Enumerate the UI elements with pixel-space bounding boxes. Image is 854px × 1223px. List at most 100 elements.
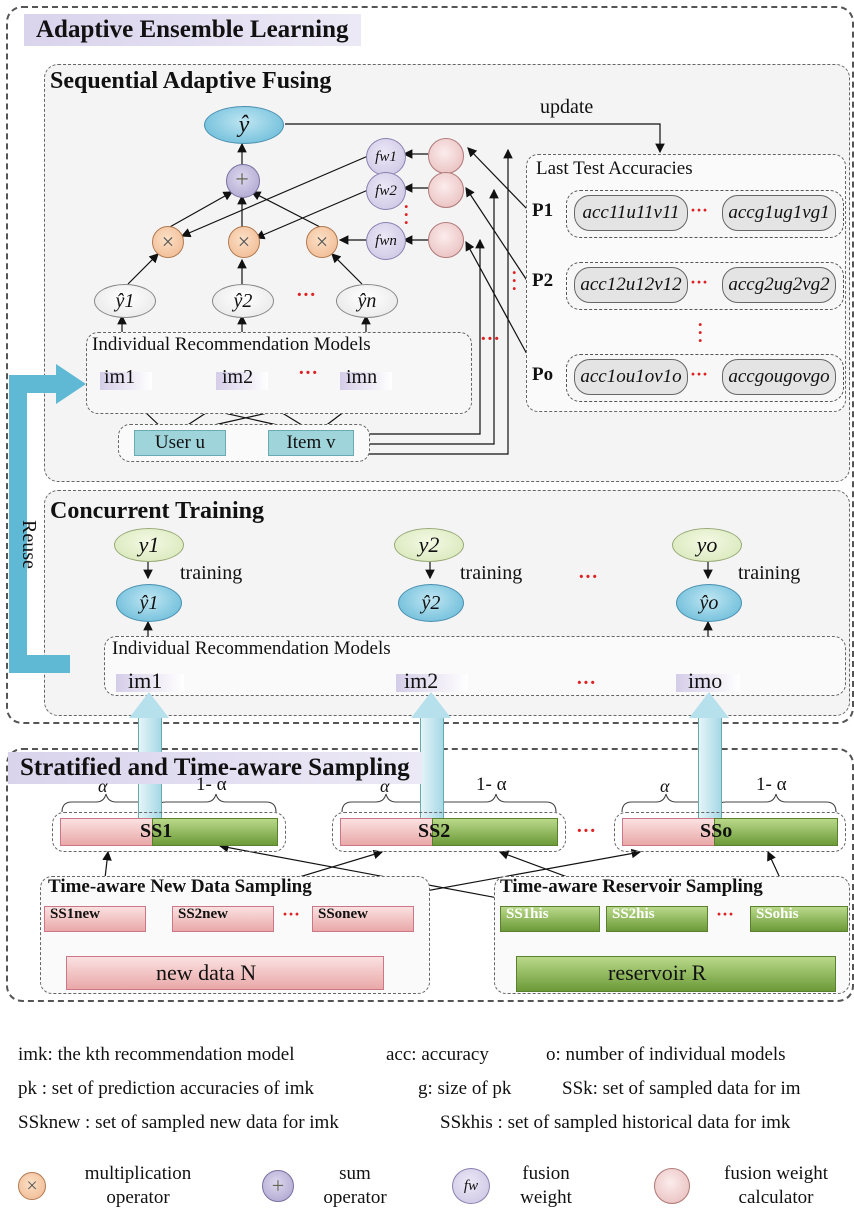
fusion-weight-legend-icon: fw bbox=[452, 1168, 490, 1204]
ss-2-box bbox=[332, 812, 566, 852]
fusing-title: Sequential Adaptive Fusing bbox=[50, 68, 332, 94]
last-test-label: Last Test Accuracies bbox=[536, 158, 693, 179]
train-prediction-o: ŷo bbox=[676, 584, 742, 622]
ellipsis: ··· bbox=[282, 904, 301, 924]
fusion-weight-2: fw2 bbox=[366, 172, 406, 210]
vertical-dots: ... bbox=[698, 310, 703, 346]
acc-cell: acc12u12v12 bbox=[574, 267, 688, 303]
true-label-o: yo bbox=[672, 528, 742, 562]
ss-new-2-label: SS2new bbox=[178, 906, 229, 922]
ss-his-1 bbox=[500, 906, 600, 932]
new-data-label: new data N bbox=[156, 960, 257, 985]
ss-new-1-label: SS1new bbox=[50, 906, 101, 922]
prediction-n: ŷn bbox=[336, 284, 398, 318]
legend-pk: pk : set of prediction accuracies of imk bbox=[18, 1078, 314, 1099]
ellipsis: ··· bbox=[480, 328, 501, 350]
new-sampling-title: Time-aware New Data Sampling bbox=[48, 876, 312, 897]
sampling-title: Stratified and Time-aware Sampling bbox=[8, 752, 422, 784]
ss-o-box bbox=[614, 812, 846, 852]
fusion-weight-calculator-legend-icon bbox=[654, 1168, 690, 1204]
fusion-weight-1: fw1 bbox=[366, 138, 406, 176]
irm-label-training: Individual Recommendation Models bbox=[112, 638, 391, 659]
ss-new-1 bbox=[44, 906, 146, 932]
im-2-label: im2 bbox=[222, 366, 254, 388]
sum-operator-icon bbox=[226, 164, 260, 198]
vertical-dots: ... bbox=[404, 192, 409, 228]
one-minus-alpha-o: 1- α bbox=[756, 774, 787, 795]
user-u: User u bbox=[134, 430, 226, 456]
prediction-2: ŷ2 bbox=[212, 284, 274, 318]
im-bar bbox=[676, 674, 740, 692]
ss-o-his-part bbox=[714, 818, 838, 846]
im-n-label: imn bbox=[346, 366, 378, 388]
acc-cell: accg2ug2vg2 bbox=[722, 267, 836, 303]
legend-sum: sum operator bbox=[323, 1163, 387, 1208]
ss-o-new-part bbox=[622, 818, 716, 846]
acc-cell: acc11u11v11 bbox=[574, 195, 688, 231]
legend-fw: fusion weight bbox=[520, 1163, 572, 1208]
ss-new-2 bbox=[172, 906, 274, 932]
training-label-1: training bbox=[180, 562, 243, 584]
update-label: update bbox=[540, 96, 594, 118]
up-arrow-head bbox=[689, 692, 729, 718]
reuse-label: Reuse bbox=[18, 520, 40, 569]
legend-fwc: fusion weight calculator bbox=[724, 1163, 828, 1208]
fusion-weight-calculator-icon bbox=[428, 222, 464, 258]
ss-1-his-part bbox=[152, 818, 278, 846]
train-prediction-1: ŷ1 bbox=[116, 584, 182, 622]
fusion-weight-calculator-icon bbox=[428, 138, 464, 174]
new-data-bar bbox=[66, 956, 384, 990]
ss-his-2 bbox=[606, 906, 708, 932]
reservoir-label: reservoir R bbox=[608, 960, 707, 985]
main-title: Adaptive Ensemble Learning bbox=[24, 14, 361, 46]
legend-g: g: size of pk bbox=[418, 1078, 512, 1099]
ss-2-label: SS2 bbox=[418, 820, 451, 842]
multiplication-operator-icon: × bbox=[18, 1172, 46, 1200]
legend-ss-new: SSknew : set of sampled new data for imk bbox=[18, 1112, 339, 1133]
ellipsis: ··· bbox=[690, 272, 709, 292]
ss-1-new-part bbox=[60, 818, 154, 846]
ss-o-label: SSo bbox=[700, 820, 733, 842]
im-bar bbox=[340, 372, 392, 390]
ellipsis: ··· bbox=[298, 362, 319, 384]
prediction-1: ŷ1 bbox=[94, 284, 156, 318]
ellipsis: ··· bbox=[576, 672, 597, 694]
training-label-o: training bbox=[738, 562, 801, 584]
train-im-o-label: imo bbox=[688, 668, 723, 693]
ss-his-1-label: SS1his bbox=[506, 906, 549, 922]
train-im-1-label: im1 bbox=[128, 668, 163, 693]
ss-2-his-part bbox=[432, 818, 558, 846]
irm-label: Individual Recommendation Models bbox=[92, 334, 371, 356]
one-minus-alpha-2: 1- α bbox=[476, 774, 507, 795]
p1-label: P1 bbox=[532, 200, 554, 221]
legend-ssk: SSk: set of sampled data for im bbox=[562, 1078, 801, 1099]
p2-label: P2 bbox=[532, 270, 554, 291]
fusion-weight-n: fwn bbox=[366, 222, 406, 260]
train-prediction-2: ŷ2 bbox=[398, 584, 464, 622]
im-bar bbox=[100, 372, 152, 390]
ss-1-label: SS1 bbox=[140, 820, 173, 842]
fusion-weight-calculator-icon bbox=[428, 172, 464, 208]
ellipsis: ··· bbox=[576, 820, 597, 842]
acc-cell: acc1ou1ov1o bbox=[574, 359, 688, 395]
reservoir-bar bbox=[516, 956, 836, 992]
im-bar bbox=[396, 674, 468, 692]
alpha-1: α bbox=[98, 776, 108, 796]
up-arrow-head bbox=[411, 692, 451, 718]
acc-cell: accg1ug1vg1 bbox=[722, 195, 836, 231]
im-bar bbox=[216, 372, 268, 390]
legend-ss-his: SSkhis : set of sampled historical data … bbox=[440, 1112, 791, 1133]
ss-his-o bbox=[750, 906, 848, 932]
im-1-label: im1 bbox=[104, 366, 136, 388]
acc-cell: accgougovgo bbox=[722, 359, 836, 395]
true-label-1: y1 bbox=[114, 528, 184, 562]
po-label: Po bbox=[532, 364, 554, 385]
legend-im: imk: the kth recommendation model bbox=[18, 1044, 295, 1065]
res-sampling-title: Time-aware Reservoir Sampling bbox=[500, 876, 763, 897]
multiply-operator-icon: × bbox=[306, 226, 338, 258]
ss-his-2-label: SS2his bbox=[612, 906, 655, 922]
legend-mult: multiplication operator bbox=[84, 1163, 192, 1208]
training-title: Concurrent Training bbox=[50, 498, 265, 524]
legend-o: o: number of individual models bbox=[546, 1044, 786, 1065]
ss-new-o bbox=[312, 906, 414, 932]
